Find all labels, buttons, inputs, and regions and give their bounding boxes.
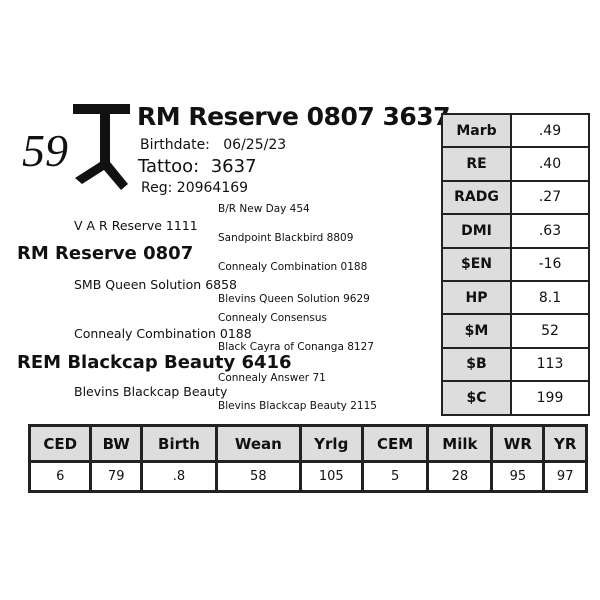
tattoo-label: Tattoo: <box>138 156 200 177</box>
tattoo-value: 3637 <box>210 156 257 177</box>
pedigree-ss: V A R Reserve 1111 <box>74 218 198 233</box>
epd-header: WR <box>490 424 546 463</box>
epd-value: 79 <box>89 460 143 493</box>
birthdate-label: Birthdate: <box>140 137 210 153</box>
reg-value: 20964169 <box>176 180 249 196</box>
index-label: HP <box>441 279 512 316</box>
pedigree-sd: SMB Queen Solution 6858 <box>74 277 238 292</box>
index-label: $M <box>441 313 512 349</box>
pedigree-sire: RM Reserve 0807 <box>17 243 194 264</box>
index-label: RE <box>441 146 512 182</box>
index-value: .40 <box>510 146 590 182</box>
index-row: RADG.27 <box>441 179 590 216</box>
index-label: $C <box>441 380 512 416</box>
epd-header: YR <box>542 424 588 463</box>
index-label: Marb <box>441 112 512 149</box>
index-row: $EN-16 <box>441 246 590 282</box>
pedigree-sdd: Blevins Queen Solution 9629 <box>218 293 370 305</box>
index-label: RADG <box>441 179 512 216</box>
epd-value: .8 <box>139 460 218 493</box>
index-row: DMI.63 <box>441 213 590 249</box>
pedigree-dss: Connealy Consensus <box>218 312 328 324</box>
pedigree-ddd: Blevins Blackcap Beauty 2115 <box>218 400 377 412</box>
pedigree-sss: B/R New Day 454 <box>218 203 310 215</box>
index-value: 8.1 <box>510 279 590 316</box>
index-row: Marb.49 <box>441 112 590 149</box>
epd-header: Birth <box>139 424 218 463</box>
birthdate-value: 06/25/23 <box>223 137 287 153</box>
epd-header: Milk <box>426 424 494 463</box>
reg-label: Reg: <box>141 180 173 196</box>
index-value: 113 <box>510 346 590 383</box>
lot-number: 59 <box>22 125 68 176</box>
pedigree-sds: Connealy Combination 0188 <box>218 261 368 273</box>
epd-header: Wean <box>214 424 302 463</box>
pedigree-dd: Blevins Blackcap Beauty <box>74 384 228 399</box>
index-value: .49 <box>510 112 590 149</box>
epd-value: 28 <box>426 460 494 493</box>
pedigree-ds: Connealy Combination 0188 <box>74 326 252 341</box>
index-label: $EN <box>441 246 512 282</box>
epd-value: 5 <box>360 460 430 493</box>
epd-header: CED <box>27 424 93 463</box>
epd-header: Yrlg <box>298 424 364 463</box>
pedigree-dam: REM Blackcap Beauty 6416 <box>17 352 292 373</box>
epd-value: 95 <box>490 460 546 493</box>
pedigree-dds: Connealy Answer 71 <box>218 372 326 384</box>
epd-value: 105 <box>298 460 364 493</box>
epd-value: 6 <box>27 460 93 493</box>
pedigree-ssd: Sandpoint Blackbird 8809 <box>218 232 354 244</box>
index-value: 52 <box>510 313 590 349</box>
epd-header: CEM <box>360 424 430 463</box>
index-value: -16 <box>510 246 590 282</box>
animal-name: RM Reserve 0807 3637 <box>137 102 451 131</box>
index-value: 199 <box>510 380 590 416</box>
epd-header: BW <box>89 424 143 463</box>
index-label: $B <box>441 346 512 383</box>
index-value: .27 <box>510 179 590 216</box>
epd-value: 58 <box>214 460 302 493</box>
index-label: DMI <box>441 213 512 249</box>
index-value: .63 <box>510 213 590 249</box>
brand-logo-icon <box>73 104 130 190</box>
index-row: RE.40 <box>441 146 590 182</box>
pedigree-dsd: Black Cayra of Conanga 8127 <box>218 341 374 353</box>
epd-value: 97 <box>542 460 588 493</box>
